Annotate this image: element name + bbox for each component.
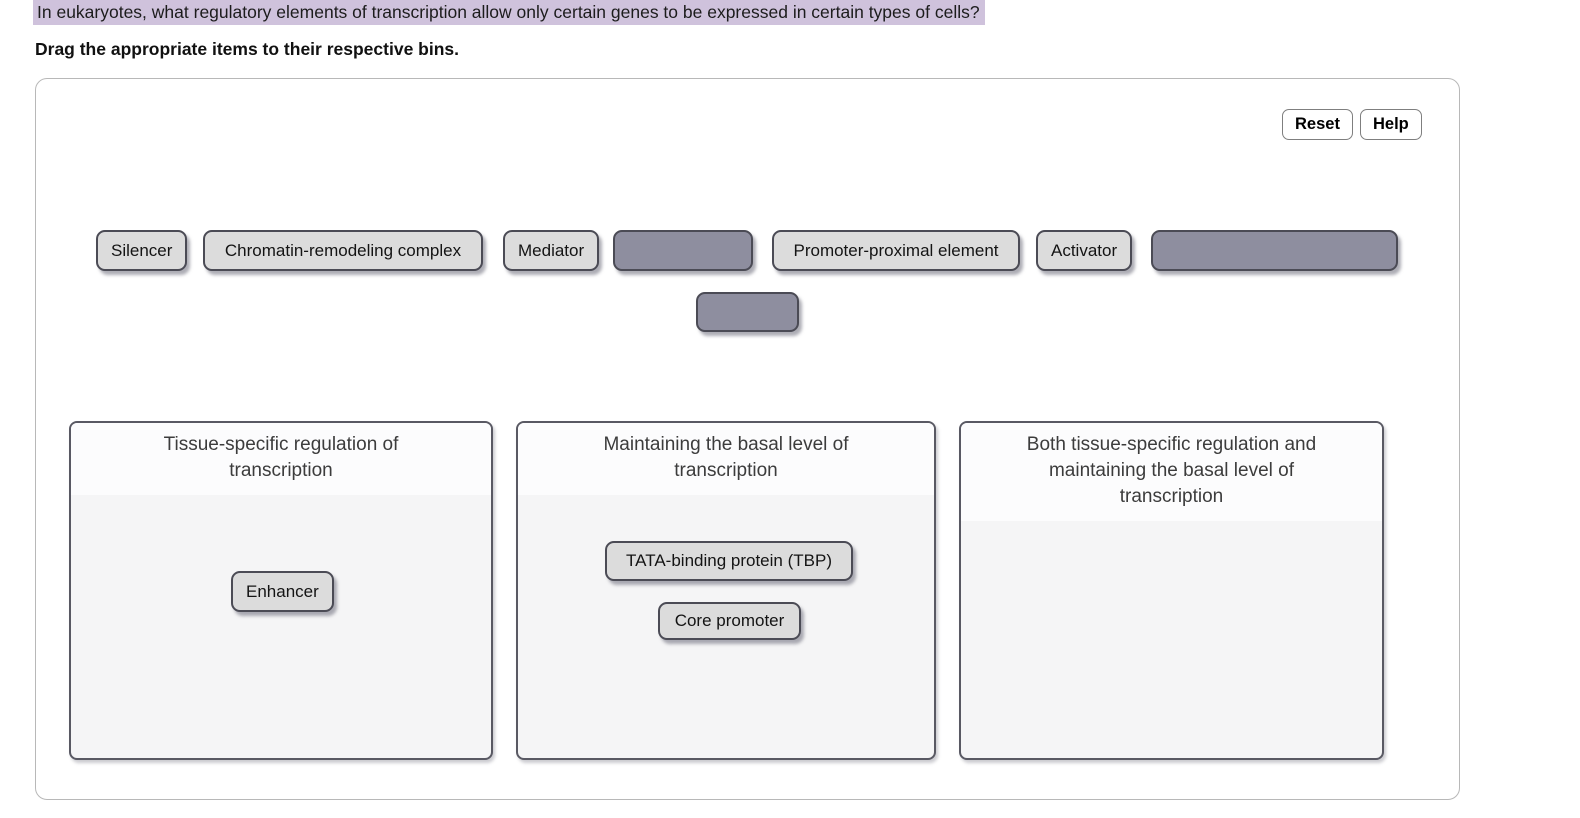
drag-item-enhancer[interactable]: Enhancer: [231, 571, 334, 612]
drag-item-silencer[interactable]: Silencer: [96, 230, 188, 271]
drag-item-core-promoter[interactable]: Core promoter: [658, 602, 801, 640]
empty-drag-slot-1[interactable]: [613, 230, 753, 271]
drag-item-activator[interactable]: Activator: [1036, 230, 1133, 271]
bin-title: Tissue-specific regulation of transcript…: [163, 434, 399, 481]
bin-header: Both tissue-specific regulation and main…: [961, 423, 1382, 521]
instruction-text: Drag the appropriate items to their resp…: [35, 39, 459, 59]
bin-both[interactable]: Both tissue-specific regulation and main…: [959, 421, 1384, 760]
reset-button[interactable]: Reset: [1282, 109, 1353, 140]
drag-item-promoter-proximal-element[interactable]: Promoter-proximal element: [772, 230, 1020, 271]
bin-title: Maintaining the basal level of transcrip…: [603, 434, 849, 481]
bin-header: Tissue-specific regulation of transcript…: [71, 423, 491, 495]
drag-item-chromatin-remodeling-complex[interactable]: Chromatin-remodeling complex: [203, 230, 483, 271]
drag-item-mediator[interactable]: Mediator: [503, 230, 600, 271]
bin-header: Maintaining the basal level of transcrip…: [518, 423, 934, 495]
empty-drag-slot-3[interactable]: [696, 292, 799, 332]
activity-panel: Reset Help Silencer Chromatin-remodeling…: [35, 78, 1460, 800]
question-text: In eukaryotes, what regulatory elements …: [33, 0, 985, 25]
empty-drag-slot-2[interactable]: [1151, 230, 1398, 271]
help-button[interactable]: Help: [1360, 109, 1422, 140]
bin-basal-level[interactable]: Maintaining the basal level of transcrip…: [516, 421, 936, 760]
bin-tissue-specific-regulation[interactable]: Tissue-specific regulation of transcript…: [69, 421, 493, 760]
bin-title: Both tissue-specific regulation and main…: [1026, 434, 1317, 507]
drag-item-tata-binding-protein[interactable]: TATA-binding protein (TBP): [605, 541, 853, 581]
